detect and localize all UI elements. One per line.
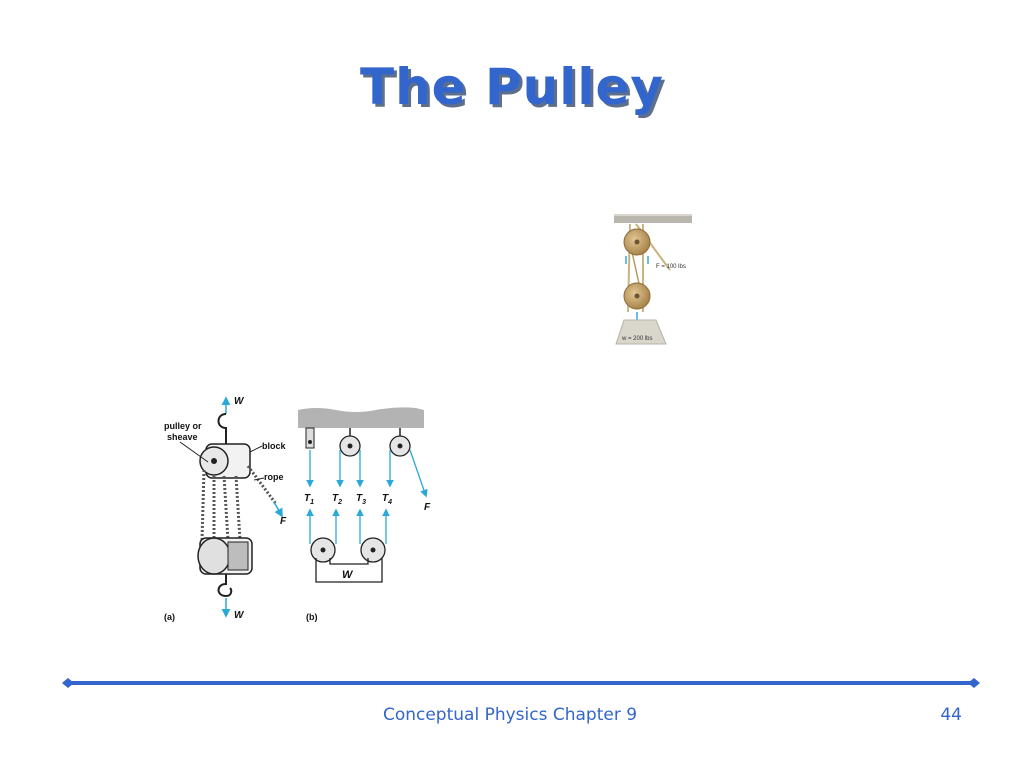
bottom-force-label: W (234, 610, 245, 621)
applied-force-arrow (409, 449, 428, 498)
sheave-label: sheave (167, 432, 198, 442)
force-label: F = 100 lbs (656, 264, 686, 270)
load-label: W (342, 569, 354, 581)
top-force-label: W (234, 396, 245, 407)
lower-pulley-wheel (197, 537, 231, 575)
weight-block (615, 319, 667, 345)
tension-label-2: T2 (332, 493, 342, 506)
weight-label: w = 200 lbs (621, 336, 653, 342)
page-number: 44 (940, 705, 962, 725)
ceiling (298, 407, 424, 428)
applied-force-arrow (273, 501, 283, 518)
diagram-b-tension-diagram: T1 T2 T3 T4 F W (b) (296, 398, 442, 628)
caption-a: (a) (164, 612, 175, 622)
pulley-label: pulley or (164, 421, 202, 431)
caption-b: (b) (306, 612, 318, 622)
tension-label-3: T3 (356, 493, 366, 506)
diagram-a-block-and-tackle: W F W pulley or sheave block rope (a) (158, 392, 298, 627)
load-frame (315, 558, 383, 583)
block-label: block (262, 441, 287, 451)
rope-label: rope (264, 472, 284, 482)
slide-title: The Pulley (359, 58, 665, 116)
ceiling-beam (614, 214, 692, 223)
applied-force-label: F (424, 502, 431, 513)
applied-force-label: F (280, 516, 287, 527)
tension-label-1: T1 (304, 493, 314, 506)
pulley-photo: F = 100 lbs w = 200 lbs (612, 212, 694, 350)
footer-divider (62, 676, 980, 690)
tension-label-4: T4 (382, 493, 392, 506)
footer-text: Conceptual Physics Chapter 9 (382, 705, 638, 725)
